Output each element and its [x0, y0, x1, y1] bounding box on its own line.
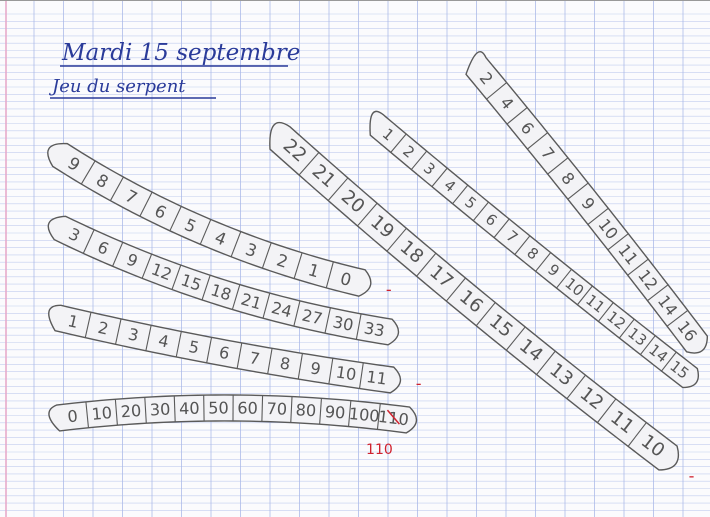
snake-cell-number: 80 — [295, 400, 317, 420]
correction-number: 110 — [366, 442, 393, 458]
snake-cell-number: 33 — [363, 318, 386, 340]
date-heading: Mardi 15 septembre — [61, 40, 300, 66]
exercise-title: Jeu du serpent — [48, 76, 186, 97]
snake-cell-number: 90 — [324, 402, 346, 423]
snake-cell-number: 10 — [91, 403, 113, 424]
snake-5: 22212019181716151413121110- — [270, 123, 695, 486]
snake-cell-number: 30 — [149, 400, 170, 420]
cell-divider — [262, 395, 263, 421]
snakes-group: 9876543210-36912151821242730331234567891… — [48, 52, 708, 486]
snake-cell-number: 11 — [365, 367, 388, 389]
snake-cell-number: 40 — [179, 399, 200, 419]
snake-cell-number: 20 — [120, 401, 142, 421]
correction-dash: - — [689, 466, 695, 485]
snake-4: 0102030405060708090100110110 — [49, 395, 417, 458]
snake-cell-number: 0 — [66, 406, 78, 426]
snake-cell-number: 10 — [335, 362, 358, 384]
snake-cell-number: 50 — [208, 398, 229, 417]
snake-cell-number: 60 — [237, 399, 258, 418]
snake-cell-number: 100 — [348, 404, 380, 426]
snake-cell-number: 70 — [266, 399, 287, 419]
correction-dash: - — [416, 374, 422, 393]
correction-dash: - — [386, 280, 392, 299]
snake-cell-number: 30 — [331, 312, 355, 335]
